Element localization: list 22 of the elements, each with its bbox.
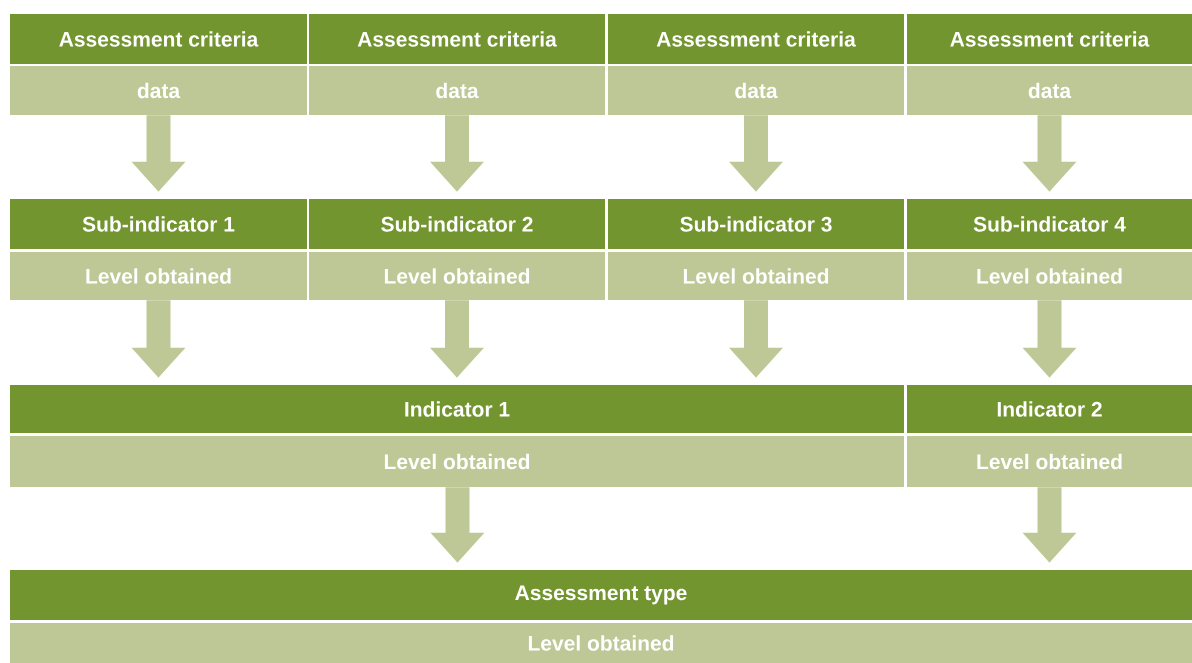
header-band: Sub-indicator 2 [309,199,605,249]
level-band: data [309,66,605,115]
level-band: Level obtained [907,252,1192,300]
level-band: data [907,66,1192,115]
header-band: Assessment criteria [907,14,1192,64]
level-band: data [10,66,307,115]
header-band: Sub-indicator 4 [907,199,1192,249]
level-band: Level obtained [309,252,605,300]
header-band: Sub-indicator 1 [10,199,307,249]
header-band: Assessment criteria [10,14,307,64]
level-band: Level obtained [608,252,904,300]
level-band: Level obtained [10,623,1192,663]
header-band: Assessment type [10,570,1192,620]
level-band: data [608,66,904,115]
level-band: Level obtained [10,252,307,300]
header-band: Sub-indicator 3 [608,199,904,249]
level-band: Level obtained [10,436,904,487]
header-band: Assessment criteria [309,14,605,64]
header-band: Indicator 1 [10,385,904,433]
header-band: Indicator 2 [907,385,1192,433]
header-band: Assessment criteria [608,14,904,64]
level-band: Level obtained [907,436,1192,487]
